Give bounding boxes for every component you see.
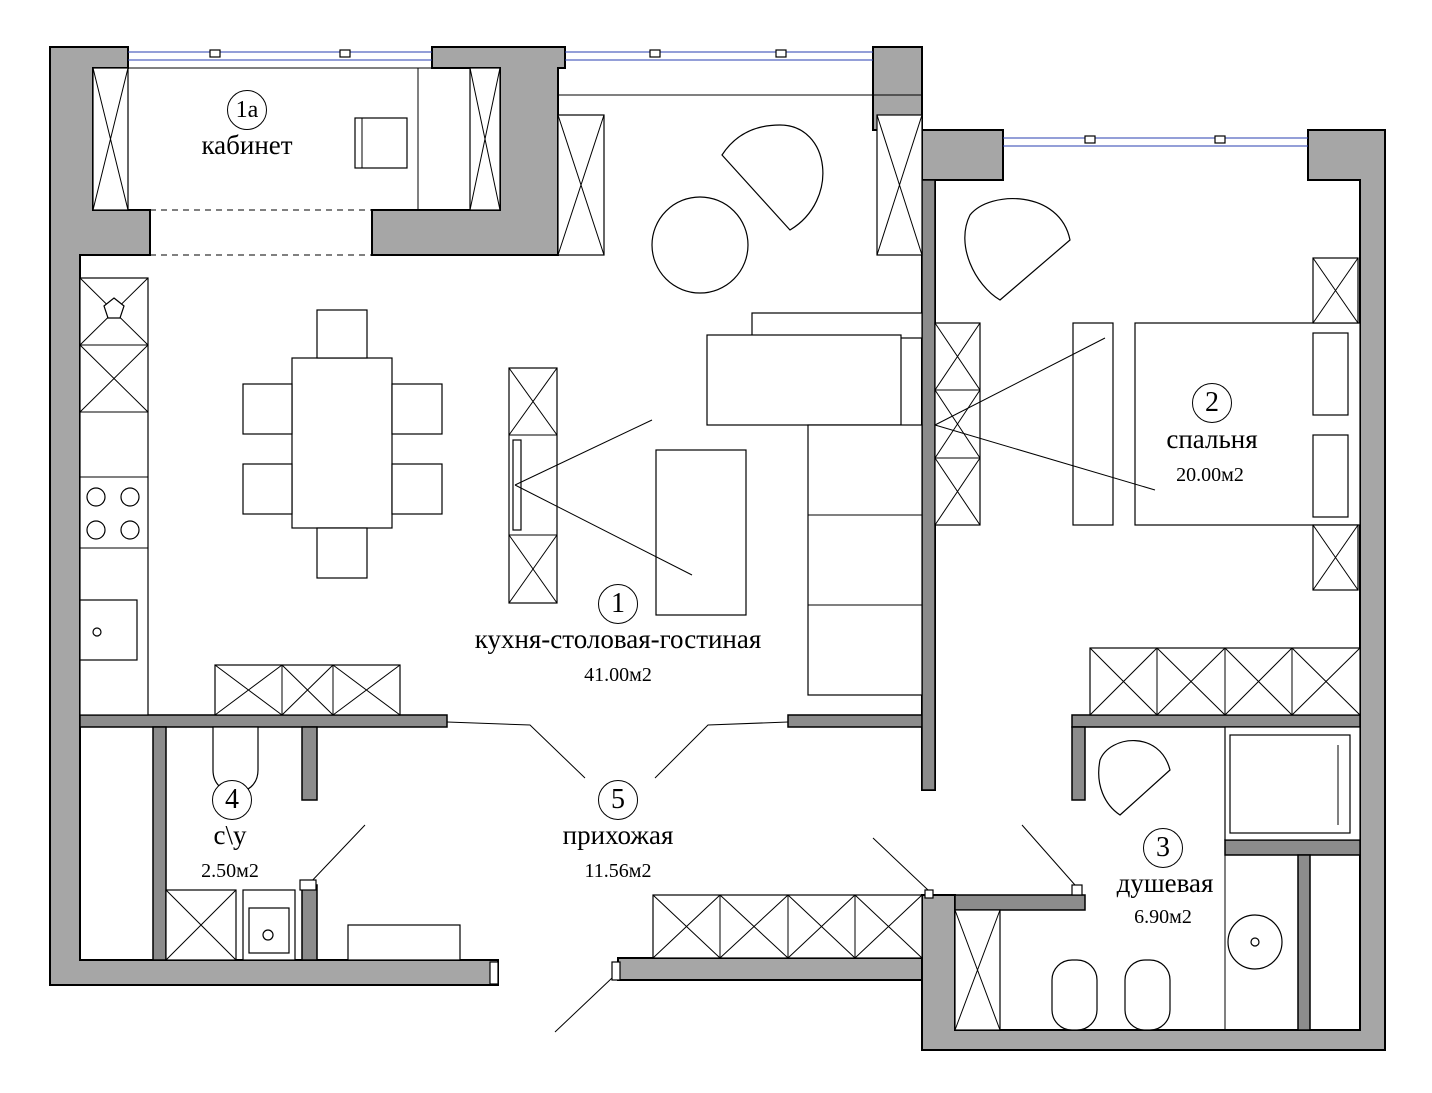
room-name-kitchen-living: кухня-столовая-гостиная [474, 624, 762, 654]
room-number-3: 3 [1143, 828, 1183, 868]
room-number-5: 5 [598, 780, 638, 820]
room-number-2: 2 [1192, 383, 1232, 423]
wall-shower-side [1297, 854, 1311, 1031]
room-name-hallway: прихожая [562, 820, 674, 850]
coffee-table-round [651, 196, 749, 294]
wall-wc-right [301, 884, 318, 961]
room-number-4: 4 [212, 780, 252, 820]
hall-furniture [165, 721, 923, 1033]
wall-wc-stub [301, 726, 318, 801]
living-furniture [79, 94, 923, 716]
bath-furniture [872, 726, 1361, 1031]
bedroom-armchair [964, 198, 1071, 301]
armchair [721, 124, 824, 231]
room-number-1: 1 [598, 584, 638, 624]
study-furniture [92, 67, 501, 256]
wall-kitchen-bottom-right [787, 714, 923, 728]
dining-table [291, 357, 393, 529]
wall-partition-bedroom [921, 179, 936, 791]
room-area-wc: 2.50м2 [201, 860, 259, 882]
room-area-kitchen-living: 41.00м2 [584, 664, 652, 686]
room-area-bedroom: 20.00м2 [1176, 464, 1244, 486]
room-name-shower: душевая [1116, 868, 1214, 898]
room-area-hallway: 11.56м2 [584, 860, 652, 882]
wall-bath-door [954, 894, 1086, 911]
outer-wall-bottom-middle [617, 957, 923, 981]
sofa [807, 424, 923, 696]
bedroom-furniture [934, 198, 1361, 716]
room-name-study: кабинет [201, 130, 293, 160]
wall-bath-top [1071, 714, 1361, 728]
wall-kitchen-bottom-left [79, 714, 448, 728]
room-name-wc: с\у [213, 820, 247, 850]
wall-wc-left [152, 726, 167, 961]
wall-shower-top [1224, 839, 1361, 856]
walls [49, 46, 1386, 1051]
windows [128, 49, 1308, 147]
wall-bath-stub [1071, 726, 1086, 801]
room-number-1a: 1a [227, 90, 267, 130]
wall-top-step [921, 129, 1004, 181]
room-area-shower: 6.90м2 [1134, 906, 1192, 928]
room-name-bedroom: спальня [1166, 424, 1258, 454]
